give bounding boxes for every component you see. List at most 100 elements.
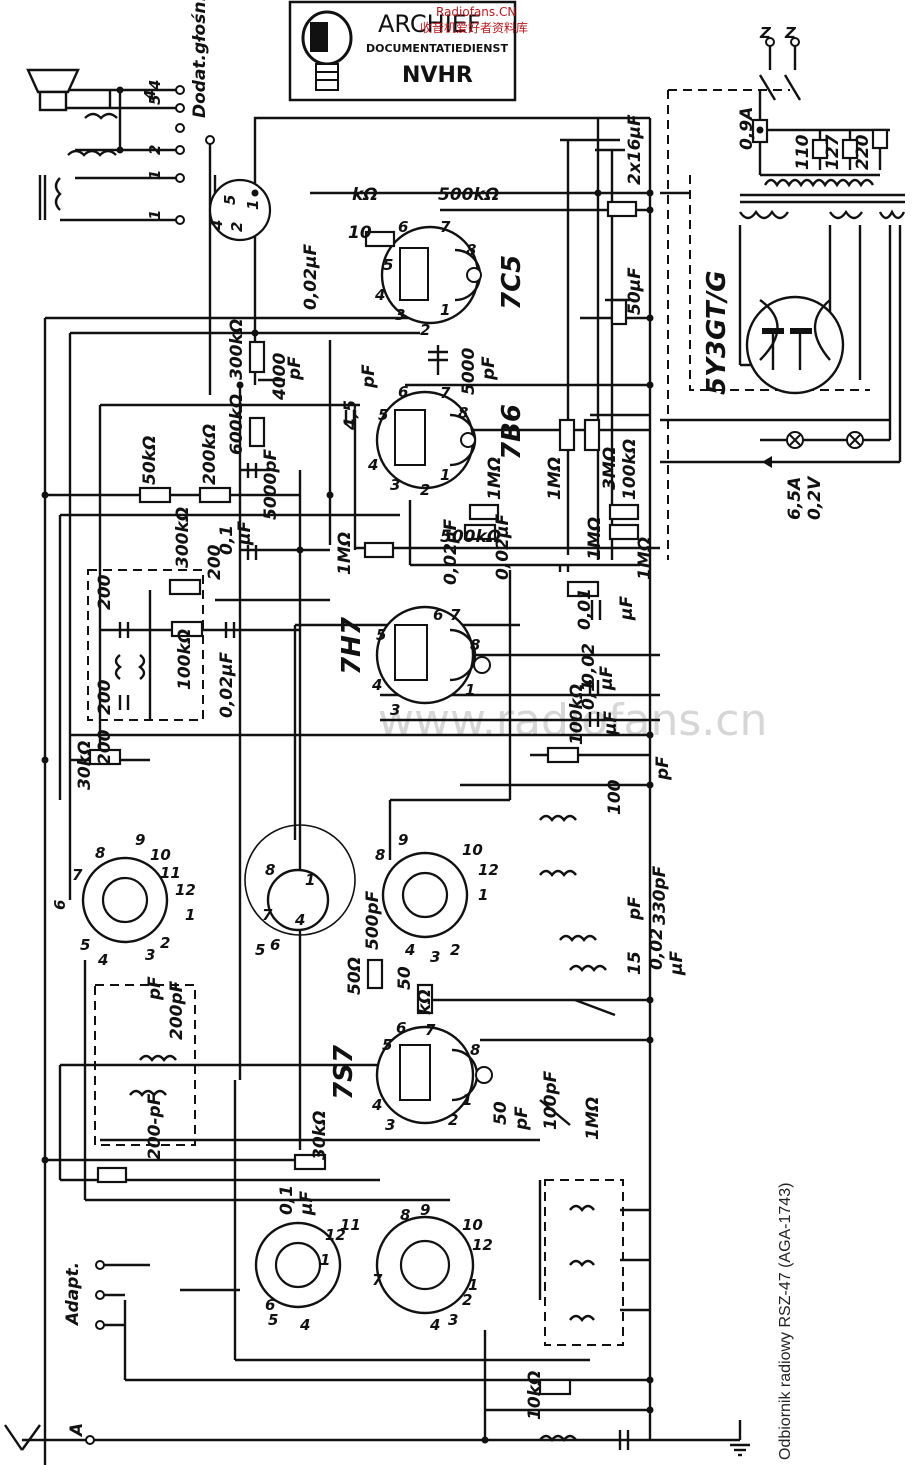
label-c-002-b: 0,02μF [217,652,237,718]
label-c-200pf: 200pF [167,980,187,1040]
svg-text:4: 4 [97,951,108,969]
svg-text:4: 4 [367,456,378,474]
svg-text:6: 6 [396,1019,406,1037]
label-c-2x16: 2x16μF [625,114,645,185]
label-c-100pf: 100pF [541,1070,561,1130]
svg-text:3: 3 [145,946,155,964]
label-r-200-b: 200 [95,729,115,765]
svg-text:2: 2 [228,222,246,232]
label-pf-2: pF [285,356,305,381]
watermark-site-top: Radiofans.CN [436,5,516,19]
svg-text:4: 4 [371,676,382,694]
lamp-rating-v: 0,2V [805,475,825,520]
svg-text:11: 11 [160,864,181,882]
svg-text:9: 9 [135,831,145,849]
svg-text:3: 3 [385,1116,395,1134]
svg-text:1: 1 [305,871,315,889]
svg-text:5: 5 [376,626,386,644]
label-r-10k: 10kΩ [525,1371,545,1420]
label-r-50k: 50kΩ [140,436,160,485]
label-r-200k: 200kΩ [200,424,220,485]
label-c-002: 0,02μF [301,244,321,310]
label-r-50k-b: 50 [395,966,415,990]
svg-text:2: 2 [420,321,430,339]
svg-text:4: 4 [429,1316,440,1334]
label-pf-5: pF [625,896,645,921]
label-r-1m-d: 1MΩ [585,517,605,560]
label-c-200pf-b: 200-pF [145,1093,165,1160]
label-r-1m-d-2: 1MΩ [583,1097,603,1140]
svg-text:2: 2 [462,1291,472,1309]
schematic-caption: Odbiornik radiowy RSZ-47 (AGA-1743) [777,1183,794,1460]
svg-text:Z: Z [759,24,772,42]
watermark-site-cn: 收音机爱好者资料库 [420,20,528,35]
svg-text:3: 3 [390,701,400,719]
svg-text:6: 6 [433,606,443,624]
svg-text:7: 7 [440,218,451,236]
mains-switch: Z Z [758,24,802,101]
label-pf-4: pF [653,756,673,781]
tube-label-7b6: 7B6 [497,404,527,460]
speaker [26,68,118,220]
label-r-300k-b: 300kΩ [173,507,193,568]
svg-text:6: 6 [270,936,280,954]
svg-text:8: 8 [470,1041,480,1059]
svg-text:4: 4 [374,286,385,304]
label-c-500: 500pF [363,890,383,950]
label-r-500k: 500kΩ [438,185,499,205]
label-r-1m-e: 1MΩ [635,537,655,580]
tube-7c5: 5 4 3 2 1 6 7 8 [374,218,482,339]
svg-text:6: 6 [398,218,408,236]
svg-text:3: 3 [430,948,440,966]
label-uf-4: μF [601,710,621,736]
label-c-15: 15 [625,951,645,975]
label-c-200b: 200 [95,679,115,715]
label-pf-1: pF [479,356,499,381]
svg-text:5: 5 [255,941,265,959]
band-switch-1: 6 7 8 9 10 11 12 1 2 3 4 5 [51,831,196,969]
label-r-600k: 600kΩ [227,394,247,455]
terminal-1b: 1 [146,210,164,220]
label-c-330: 330pF [650,865,670,925]
svg-text:12: 12 [472,1236,493,1254]
label-r-3m: 3MΩ [600,447,620,490]
label-c-50pf: 50 [491,1101,511,1125]
power-transformer [739,178,906,220]
label-r-1m: 1MΩ [485,457,505,500]
tube-7b6: 5 4 3 2 1 6 7 8 [367,383,477,499]
svg-text:12: 12 [478,861,499,879]
label-c-01: 0,1 [217,525,237,555]
label-c-001: 0,01 [575,588,595,630]
svg-text:3: 3 [448,1311,458,1329]
svg-text:2: 2 [160,934,170,952]
label-c-5000pf: 5000 [459,348,479,395]
svg-text:1: 1 [244,200,262,210]
label-c-002-top-2: 0,02μF [493,514,513,580]
svg-text:1: 1 [440,466,450,484]
tube-label-7s7: 7S7 [329,1044,359,1100]
svg-text:3: 3 [395,306,405,324]
svg-text:4: 4 [371,1096,382,1114]
svg-text:2: 2 [420,481,430,499]
label-c-4000: 4000 [270,353,290,401]
svg-text:8: 8 [470,636,480,654]
svg-text:6: 6 [398,383,408,401]
label-r-500k-b: 500kΩ [440,527,501,547]
svg-text:6: 6 [51,900,69,910]
svg-text:4: 4 [141,90,159,101]
terminal-4: 4 [146,80,164,91]
svg-text:3: 3 [390,476,400,494]
stamp-line-1: ARCHIEF [378,10,481,38]
label-c-100: 100 [605,779,625,815]
svg-text:1: 1 [462,1091,472,1109]
label-uf-5: μF [667,950,687,976]
tube-5y3 [745,295,845,395]
stamp-line-2: DOCUMENTATIEDIENST [366,42,508,55]
label-c-01b: 0,1 [277,1185,297,1215]
label-uf-1: μF [617,595,637,621]
lamp-rating-a: 6,5A [785,477,805,520]
label-antenna: A [67,1423,87,1438]
svg-text:8: 8 [95,844,105,862]
label-r-1m-b: 1MΩ [545,457,565,500]
